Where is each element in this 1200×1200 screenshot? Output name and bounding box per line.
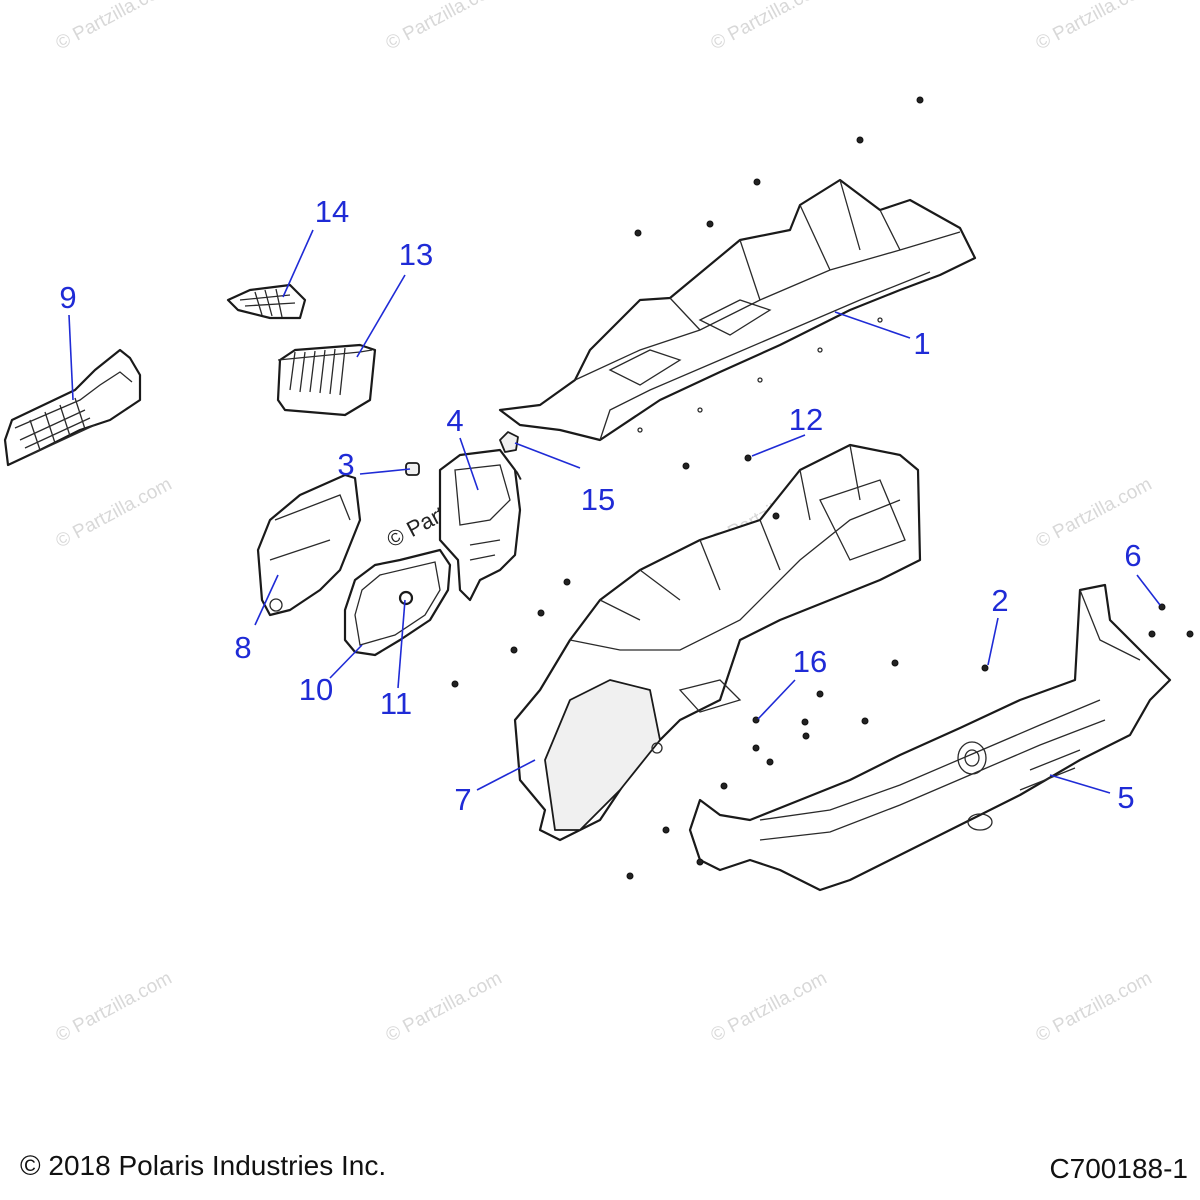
leader-lines bbox=[68, 229, 1161, 794]
callout-16: 16 bbox=[793, 644, 827, 679]
callout-12: 12 bbox=[789, 402, 823, 437]
callout-3: 3 bbox=[337, 447, 354, 482]
footer: © 2018 Polaris Industries Inc. C700188-1 bbox=[20, 1150, 1188, 1184]
callout-7: 7 bbox=[454, 782, 471, 817]
watermark: © Partzilla.com bbox=[382, 0, 505, 54]
part-10-gasket bbox=[343, 548, 452, 657]
watermark: © Partzilla.com bbox=[707, 968, 830, 1047]
callout-6: 6 bbox=[1124, 538, 1141, 573]
part-14-vent bbox=[226, 283, 307, 320]
callout-8: 8 bbox=[234, 630, 251, 665]
fasteners bbox=[451, 96, 1194, 880]
part-1-upper-shroud bbox=[498, 178, 977, 442]
callout-10: 10 bbox=[299, 672, 333, 707]
callout-4: 4 bbox=[446, 403, 463, 438]
copyright-text: © 2018 Polaris Industries Inc. bbox=[20, 1150, 386, 1181]
callout-9: 9 bbox=[59, 280, 76, 315]
callout-2: 2 bbox=[991, 583, 1008, 618]
part-15-connector bbox=[499, 431, 519, 453]
watermark: © Partzilla.com bbox=[382, 968, 505, 1047]
callout-14: 14 bbox=[315, 194, 349, 229]
part-9-duct bbox=[3, 348, 142, 467]
watermark: © Partzilla.com bbox=[1032, 0, 1155, 54]
callout-11: 11 bbox=[380, 686, 412, 721]
callouts: 1 2 3 4 5 6 7 8 9 10 11 12 13 14 15 16 bbox=[59, 194, 1141, 817]
watermark-layer: © Partzilla.com © Partzilla.com © Partzi… bbox=[52, 0, 1155, 1046]
watermark: © Partzilla.com bbox=[707, 0, 830, 54]
part-8-panel bbox=[256, 473, 362, 617]
part-4-bracket bbox=[438, 448, 522, 602]
part-7-dash-frame bbox=[513, 443, 922, 842]
part-5-lower-panel bbox=[688, 583, 1172, 892]
watermark: © Partzilla.com bbox=[52, 968, 175, 1047]
watermark: © Partzilla.com bbox=[1032, 968, 1155, 1047]
part-13-box bbox=[276, 343, 377, 417]
callout-13: 13 bbox=[399, 237, 433, 272]
diagram-id: C700188-1 bbox=[1049, 1153, 1188, 1184]
callout-15: 15 bbox=[581, 482, 615, 517]
part-11-grommet bbox=[398, 590, 414, 606]
watermark: © Partzilla.com bbox=[52, 0, 175, 54]
watermark: © Partzilla.com bbox=[52, 474, 175, 553]
callout-1: 1 bbox=[913, 326, 930, 361]
callout-5: 5 bbox=[1117, 780, 1134, 815]
